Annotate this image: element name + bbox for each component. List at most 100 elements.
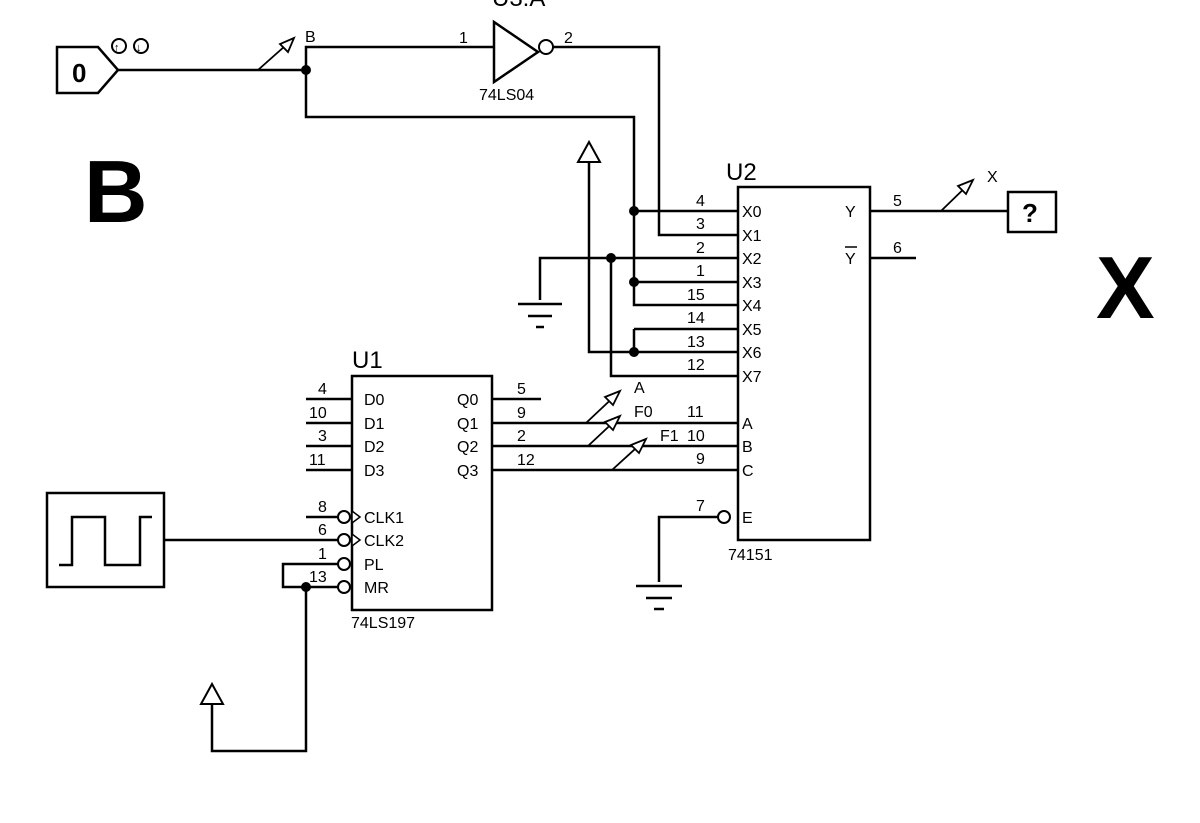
u2-pin-num: 2 <box>696 240 705 257</box>
net-probe-f0 <box>587 414 622 447</box>
u1-pin-num: 3 <box>318 428 327 445</box>
u1-pin-name: PL <box>364 557 384 574</box>
u1-data-pins <box>306 397 352 472</box>
u1-pin-num: 13 <box>309 569 327 586</box>
u1-pin-num: 8 <box>318 499 327 516</box>
wire-x7 <box>609 258 738 378</box>
clock-edge-icon <box>351 532 362 548</box>
u1-pin-num: 5 <box>517 381 526 398</box>
big-label-b: B <box>84 142 148 241</box>
clock-generator[interactable] <box>45 491 166 589</box>
ground-symbol <box>518 302 562 329</box>
u1-pin-name: D3 <box>364 463 385 480</box>
power-arrow <box>576 139 602 163</box>
u2-pin-name: X2 <box>742 251 762 268</box>
wire-vcc <box>587 162 738 354</box>
power-arrow <box>199 681 225 705</box>
source-down-button[interactable]: ↓ <box>133 38 149 54</box>
u1-pin-name: CLK1 <box>364 510 404 527</box>
u2-pin-num: 9 <box>696 451 705 468</box>
u1-pin-name: Q1 <box>457 416 478 433</box>
u2-pin-name: X3 <box>742 275 762 292</box>
u2-pin-name-y: Y <box>845 204 856 221</box>
inverted-pin-bubble <box>337 510 351 524</box>
inverter-part: 74LS04 <box>479 87 534 104</box>
inverted-pin-bubble <box>717 510 731 524</box>
big-label-x: X <box>1096 238 1155 337</box>
u1-pin-num: 11 <box>309 452 326 469</box>
u1-pin-num: 4 <box>318 381 327 398</box>
u2-pin-num: 15 <box>687 287 705 304</box>
inverter-pin-in: 1 <box>459 30 468 47</box>
logic-state-source[interactable]: 0 <box>55 45 120 95</box>
u2-pin-num: 1 <box>696 263 705 280</box>
net-label-f1: F1 <box>660 428 679 445</box>
u1-pin-name: D0 <box>364 392 385 409</box>
u1-pin-num: 1 <box>318 546 327 563</box>
u2-pin-num: 11 <box>687 404 704 421</box>
wire-b-net <box>118 45 494 72</box>
u1-pin-name: D2 <box>364 439 385 456</box>
square-wave-icon <box>59 515 152 567</box>
u2-pin-name: X1 <box>742 228 762 245</box>
u2-pin-num: 14 <box>687 310 705 327</box>
u2-part: 74151 <box>728 547 773 564</box>
u2-pin-num: 13 <box>687 334 705 351</box>
net-probe-b <box>257 36 296 71</box>
down-arrow-icon: ↓ <box>136 42 142 54</box>
u1-pin-name: Q2 <box>457 439 478 456</box>
u2-pin-name: X7 <box>742 369 762 386</box>
probe-value: ? <box>1022 198 1038 228</box>
u2-pin-num: 7 <box>696 498 705 515</box>
wire-mr-vcc <box>210 587 308 753</box>
junction <box>629 347 639 357</box>
inverted-pin-bubble <box>337 533 351 547</box>
u2-pin-num: 12 <box>687 357 705 374</box>
u2-pin-name: A <box>742 416 753 433</box>
wire-enable-gnd <box>657 515 718 582</box>
u2-pin-num: 10 <box>687 428 705 445</box>
u2-pin-name: X0 <box>742 204 762 221</box>
inverter-u3a <box>492 19 554 85</box>
net-label-x: X <box>987 169 998 186</box>
u2-pin-num: 4 <box>696 193 705 210</box>
source-value: 0 <box>72 58 86 88</box>
junction <box>629 206 639 216</box>
inverter-ref: U3:A <box>492 0 545 12</box>
u1-pin-num: 2 <box>517 428 526 445</box>
u2-pin-num: 5 <box>893 193 902 210</box>
u1-pin-name: Q0 <box>457 392 478 409</box>
logic-probe[interactable]: ? <box>1006 190 1058 234</box>
net-probe-f1 <box>611 437 648 471</box>
inverter-pin-out: 2 <box>564 30 573 47</box>
counter-u1-body <box>350 374 494 612</box>
inverted-pin-bubble <box>337 557 351 571</box>
u2-pin-name: C <box>742 463 754 480</box>
wire-b-to-mux <box>304 70 738 307</box>
u1-pin-num: 12 <box>517 452 535 469</box>
u1-pin-name: MR <box>364 580 389 597</box>
u1-pin-name: Q3 <box>457 463 478 480</box>
up-arrow-icon: ↑ <box>114 42 120 54</box>
clock-edge-icon <box>351 509 362 525</box>
u2-pin-name: X4 <box>742 298 762 315</box>
u2-pin-name: B <box>742 439 753 456</box>
u1-pin-name: D1 <box>364 416 385 433</box>
u1-pin-name: CLK2 <box>364 533 404 550</box>
net-label-a: A <box>634 380 645 397</box>
net-label-f0: F0 <box>634 404 653 421</box>
junction <box>629 277 639 287</box>
wire-x5 <box>632 327 738 352</box>
u1-part: 74LS197 <box>351 615 415 632</box>
wire-x2-gnd <box>538 256 738 300</box>
u1-ref: U1 <box>352 347 383 374</box>
source-up-button[interactable]: ↑ <box>111 38 127 54</box>
u2-pin-num: 3 <box>696 216 705 233</box>
net-probe-a <box>585 389 622 424</box>
u2-pin-name: X5 <box>742 322 762 339</box>
net-label-b: B <box>305 29 316 46</box>
net-probe-x <box>940 178 975 212</box>
u2-ref: U2 <box>726 159 757 186</box>
ground-symbol <box>636 584 682 611</box>
